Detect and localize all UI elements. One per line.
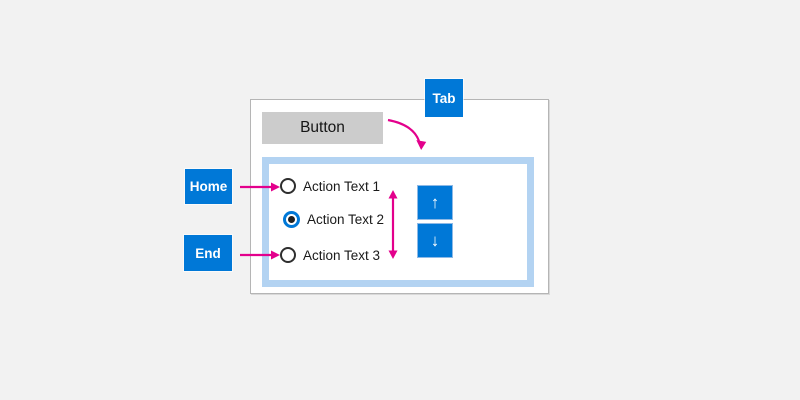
end-key-callout: End	[184, 235, 232, 271]
down-arrow-icon: ↓	[430, 231, 440, 250]
button-control[interactable]: Button	[262, 112, 383, 144]
button-label: Button	[300, 119, 345, 136]
radio-option-2[interactable]: Action Text 2	[283, 210, 384, 228]
radio-selected-icon[interactable]	[283, 210, 300, 228]
tab-key-callout: Tab	[425, 79, 463, 117]
radio-option-1-label: Action Text 1	[303, 178, 381, 194]
focus-area-panel	[262, 157, 534, 287]
radio-unselected-icon[interactable]	[280, 247, 296, 263]
spin-down-button[interactable]: ↓	[417, 223, 453, 258]
radio-option-2-label: Action Text 2	[307, 211, 385, 227]
radio-unselected-icon[interactable]	[280, 178, 296, 194]
radio-option-1[interactable]: Action Text 1	[280, 177, 380, 195]
radio-option-3[interactable]: Action Text 3	[280, 246, 380, 264]
home-key-label: Home	[189, 179, 228, 194]
spin-up-button[interactable]: ↑	[417, 185, 453, 220]
home-key-callout: Home	[185, 169, 232, 204]
end-key-label: End	[195, 245, 221, 261]
up-arrow-icon: ↑	[430, 193, 440, 212]
radio-option-3-label: Action Text 3	[303, 247, 381, 263]
radio-dot	[288, 215, 295, 223]
tab-key-label: Tab	[432, 90, 456, 106]
